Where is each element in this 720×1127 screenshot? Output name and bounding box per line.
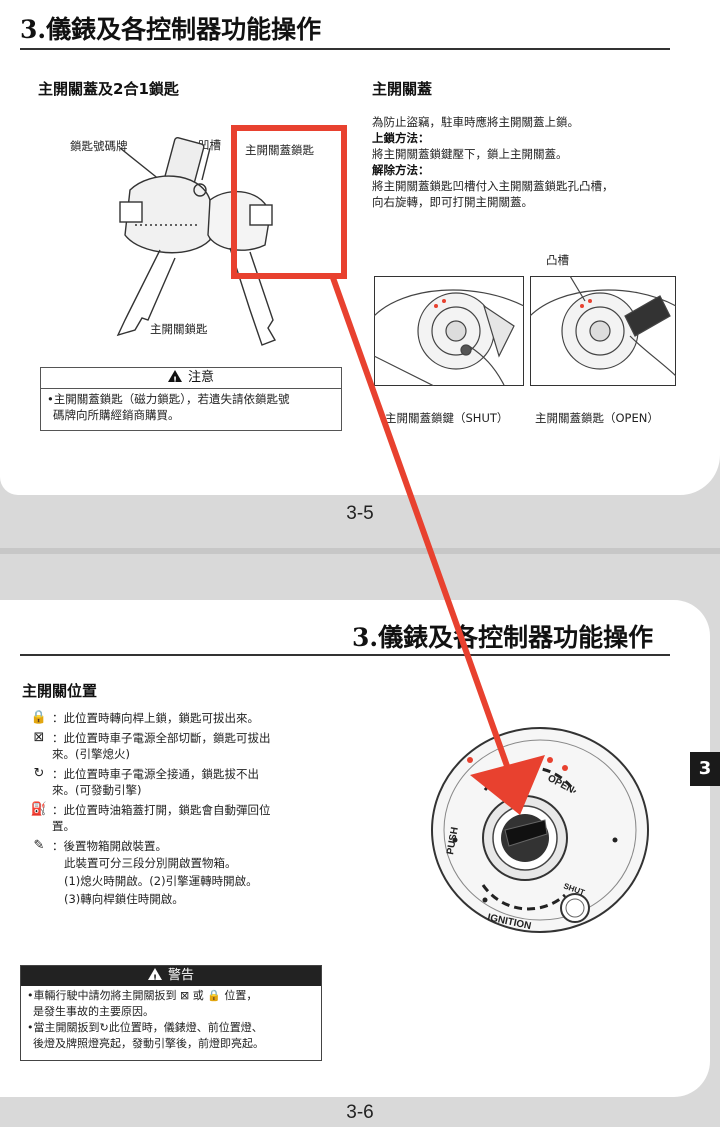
title-rule [20,48,670,50]
warning-line-1a: •車輛行駛中請勿將主開關扳到 [27,989,177,1002]
position-text: ：此位置時車子電源全部切斷，鎖匙可拔出 [52,731,271,745]
position-text: 來。(可發動引擎) [52,783,142,797]
title-rule-2 [20,654,670,656]
warning-line-3a: •當主開關扳到 [27,1021,100,1034]
warning-line-4: 後燈及牌照燈亮起，發動引擎後，前燈即亮起。 [33,1037,264,1050]
off-icon: ⊠ [180,989,190,1002]
position-item: ⛽ ：此位置時油箱蓋打開，鎖匙會自動彈回位 置。 [30,802,340,834]
on-icon: ↻ [99,1021,109,1034]
position-item: 🔒 ：此位置時轉向桿上鎖，鎖匙可拔出來。 [30,710,340,726]
keys-illustration [116,137,277,346]
position-text: ：後置物箱開啟裝置。 [52,839,167,853]
page-number-3-6: 3-6 [346,1102,374,1123]
position-item: ✎ ：後置物箱開啟裝置。 [30,838,340,854]
position-icon: ⛽ [30,802,48,817]
open-photo [530,276,676,386]
caution-box: 注意 •主開關蓋鎖匙（磁力鎖匙），若遺失請依鎖匙號 碼牌向所購經銷商購買。 [40,367,342,431]
caution-title: 注意 [187,370,214,385]
lock-icon: 🔒 [207,989,221,1002]
unlock-method-label: 解除方法： [372,163,430,177]
position-text: ：此位置時轉向桿上鎖，鎖匙可拔出來。 [52,711,259,725]
warning-title-bar: 警告 [21,966,321,989]
chapter-title: 3.儀錶及各控制器功能操作 [20,15,322,44]
dial-push-label: PUSH [445,826,461,855]
position-text: 來。(引擎熄火) [52,747,130,761]
shut-photo [374,276,524,386]
warning-line-2: 是發生事故的主要原因。 [33,1005,154,1018]
sub-line-1: 此裝置可分三段分別開啟置物箱。 [64,856,237,870]
position-icon: 🔒 [30,710,48,725]
right-line-3: 將主開關蓋鎖匙凹槽付入主開關蓋鎖匙孔凸槽， [372,179,614,193]
right-line-1: 為防止盜竊，駐車時應將主開關蓋上鎖。 [372,115,579,129]
warning-triangle-icon [167,370,182,391]
position-icon: ⊠ [33,730,45,745]
right-paragraph: 為防止盜竊，駐車時應將主開關蓋上鎖。 上鎖方法： 將主開關蓋鎖鍵壓下，鎖上主開關… [372,114,614,210]
chapter-title-2: 3.儀錶及各控制器功能操作 [352,623,654,652]
caption-shut: 主開關蓋鎖鍵（SHUT） [385,411,509,425]
warning-triangle-icon [147,968,162,989]
sub-line-3: (3)轉向桿鎖住時開啟。 [64,892,184,906]
label-cover-key: 主開關蓋鎖匙 [245,143,314,157]
right-heading: 主開關蓋 [372,80,433,98]
position-item: ⊠ ：此位置時車子電源全部切斷，鎖匙可拔出 來。(引擎熄火) [30,730,340,762]
highlight-box [231,125,347,279]
caution-line-2: 碼牌向所購經銷商購買。 [53,408,180,422]
caution-title-bar: 注意 [41,368,341,391]
page-separator [0,548,720,554]
chapter-side-tab: 3 [690,752,720,786]
page-3-6: 3.儀錶及各控制器功能操作 主開關位置 🔒 ：此位置時轉向桿上鎖，鎖匙可拔出來。 ⊠… [0,600,710,1097]
position-text: ：此位置時車子電源全接通，鎖匙拔不出 [52,767,259,781]
right-line-2: 將主開關蓋鎖鍵壓下，鎖上主開關蓋。 [372,147,568,161]
right-line-4: 向右旋轉，即可打開主開關蓋。 [372,195,533,209]
warning-line-1c: 位置， [224,989,258,1002]
position-list: 🔒 ：此位置時轉向桿上鎖，鎖匙可拔出來。 ⊠ ：此位置時車子電源全部切斷，鎖匙可拔出 … [30,710,340,858]
ignition-heading: 主開關位置 [22,682,98,700]
caption-open: 主開關蓋鎖匙（OPEN） [535,411,659,425]
warning-line-1b: 或 [192,989,204,1002]
caution-line-1: •主開關蓋鎖匙（磁力鎖匙），若遺失請依鎖匙號 [47,392,290,406]
warning-text: •車輛行駛中請勿將主開關扳到 ⊠ 或 🔒 位置， 是發生事故的主要原因。 •當主… [21,986,321,1054]
sub-description: 此裝置可分三段分別開啟置物箱。 (1)熄火時開啟。(2)引擎運轉時開啟。 (3)… [64,855,258,907]
warning-title: 警告 [167,968,194,983]
caution-text: •主開關蓋鎖匙（磁力鎖匙），若遺失請依鎖匙號 碼牌向所購經銷商購買。 [41,389,341,425]
page-3-5: 3.儀錶及各控制器功能操作 主開關蓋及2合1鎖匙 鎖匙號碼牌 凹槽 主開關蓋鎖匙… [0,0,720,495]
warning-line-3b: 此位置時，儀錶燈、前位置燈、 [108,1021,263,1034]
label-main-key: 主開關鎖匙 [150,322,208,336]
position-item: ↻ ：此位置時車子電源全接通，鎖匙拔不出 來。(可發動引擎) [30,766,340,798]
sub-line-2: (1)熄火時開啟。(2)引擎運轉時開啟。 [64,874,258,888]
warning-box: 警告 •車輛行駛中請勿將主開關扳到 ⊠ 或 🔒 位置， 是發生事故的主要原因。 … [20,965,322,1061]
warning-line-1: •車輛行駛中請勿將主開關扳到 ⊠ 或 🔒 位置， [27,988,315,1004]
position-text: ：此位置時油箱蓋打開，鎖匙會自動彈回位 [52,803,271,817]
position-icon: ↻ [33,766,45,781]
position-icon: ✎ [33,838,45,853]
position-text: 置。 [52,819,75,833]
label-boss: 凸槽 [546,253,569,267]
warning-line-3: •當主開關扳到↻此位置時，儀錶燈、前位置燈、 [27,1020,315,1036]
lock-method-label: 上鎖方法： [372,131,430,145]
label-key-number-plate: 鎖匙號碼牌 [70,139,128,153]
page-number-3-5: 3-5 [346,503,374,524]
left-heading: 主開關蓋及2合1鎖匙 [38,80,179,98]
